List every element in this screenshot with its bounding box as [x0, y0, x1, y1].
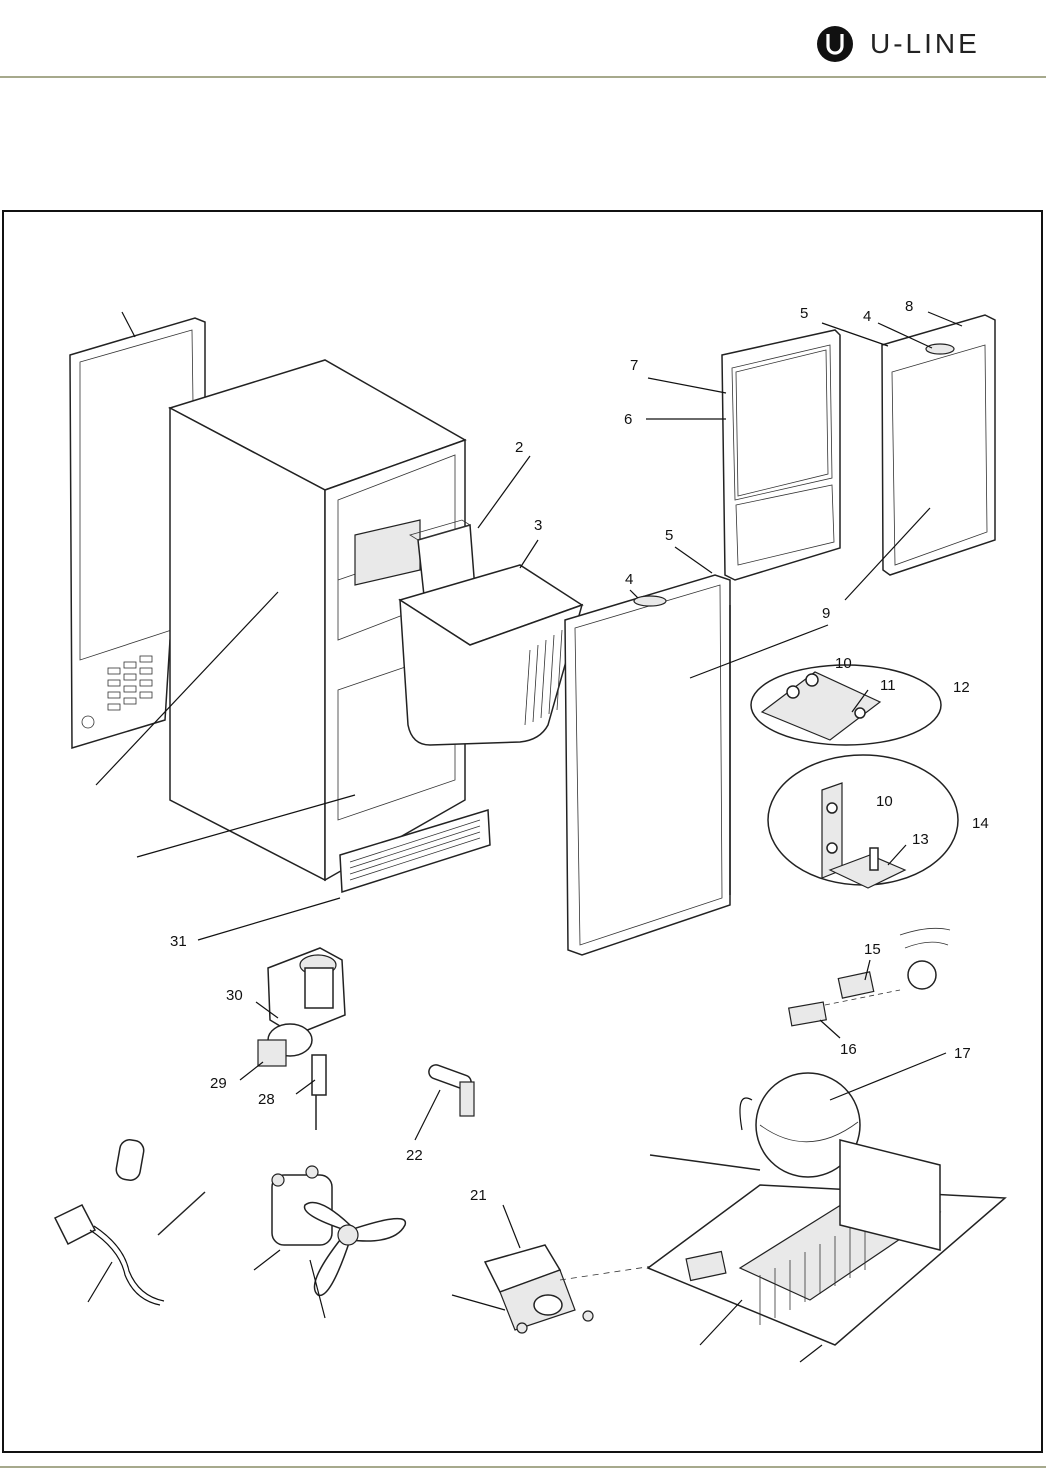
ice-maker — [354, 519, 476, 606]
callout-22: 22 — [406, 1147, 423, 1164]
water-valve — [257, 947, 346, 1130]
inner-door-panel — [721, 329, 841, 581]
hinge-detail-top — [750, 664, 942, 746]
callout-12: 12 — [953, 679, 970, 696]
callout-6: 6 — [624, 411, 632, 428]
callout-15: 15 — [864, 941, 881, 958]
header-rule — [0, 76, 1046, 78]
callout-7: 7 — [630, 357, 638, 374]
callout-4-door: 4 — [625, 571, 633, 588]
relay-assembly — [483, 1244, 681, 1334]
switch-assembly — [788, 927, 951, 1027]
callout-17: 17 — [954, 1045, 971, 1062]
tube-fitting — [428, 1064, 475, 1117]
callout-2: 2 — [515, 439, 523, 456]
callout-9: 9 — [822, 605, 830, 622]
diagram-frame — [2, 210, 1043, 1453]
probe-rod — [157, 1191, 206, 1236]
callout-29: 29 — [210, 1075, 227, 1092]
front-door — [564, 574, 731, 956]
callout-11: 11 — [880, 677, 896, 694]
callout-28: 28 — [258, 1091, 275, 1108]
callout-30: 30 — [226, 987, 243, 1004]
callout-21: 21 — [470, 1187, 487, 1204]
leader-lines — [87, 311, 963, 1363]
fan-motor — [271, 1165, 407, 1297]
footer-rule — [0, 1466, 1046, 1468]
callout-13: 13 — [912, 831, 929, 848]
callout-14: 14 — [972, 815, 989, 832]
ice-bin — [398, 564, 584, 746]
u-line-logo-icon — [817, 26, 853, 62]
callout-10-bottom: 10 — [876, 793, 893, 810]
callout-4-panel: 4 — [863, 308, 871, 325]
callout-31: 31 — [170, 933, 187, 950]
callout-8: 8 — [905, 298, 913, 315]
callout-5-panel: 5 — [800, 305, 808, 322]
callout-3: 3 — [534, 517, 542, 534]
callout-16: 16 — [840, 1041, 857, 1058]
power-cord — [53, 1204, 165, 1306]
callout-10-top: 10 — [835, 655, 852, 672]
kick-plate — [339, 809, 491, 894]
compressor-base — [646, 1072, 1007, 1346]
brand-logo: U-LINE — [816, 26, 980, 62]
callout-labels: 2 3 4 5 4 5 8 7 6 9 10 11 12 10 13 14 15… — [170, 298, 989, 1204]
brand-name: U-LINE — [870, 28, 980, 59]
door-overlay-panel — [881, 314, 996, 576]
drier — [115, 1139, 145, 1181]
callout-5-door: 5 — [665, 527, 673, 544]
hinge-detail-bottom — [767, 754, 959, 889]
